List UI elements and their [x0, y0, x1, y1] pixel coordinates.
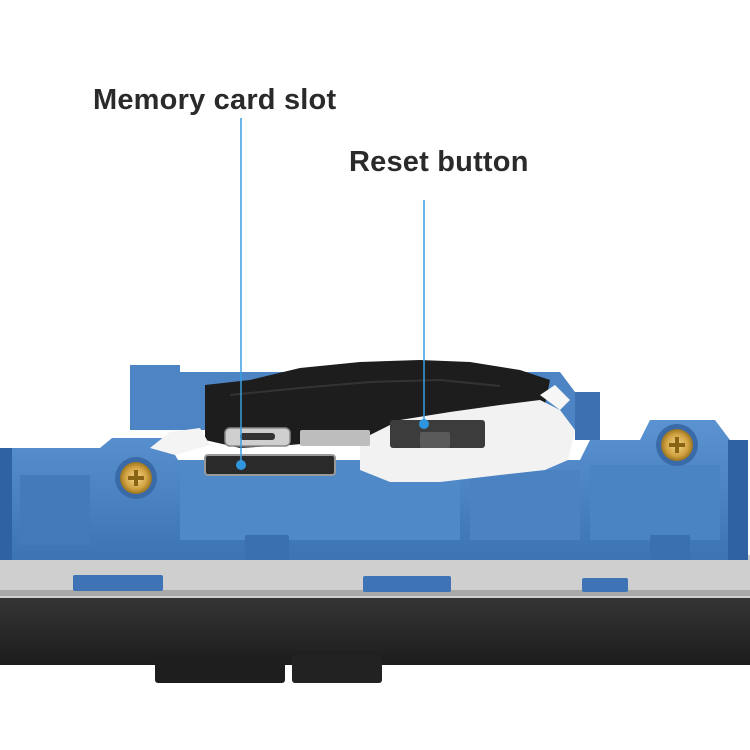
memory-card-slot-marker	[236, 460, 246, 470]
memory-card-slot-label: Memory card slot	[93, 84, 337, 116]
right-screw	[656, 424, 698, 466]
reset-button-label: Reset button	[349, 146, 529, 178]
gray-band	[0, 555, 750, 598]
reset-button-marker	[419, 419, 429, 429]
black-base	[0, 585, 750, 683]
ribbon-cable	[205, 360, 550, 448]
left-screw	[115, 457, 157, 499]
